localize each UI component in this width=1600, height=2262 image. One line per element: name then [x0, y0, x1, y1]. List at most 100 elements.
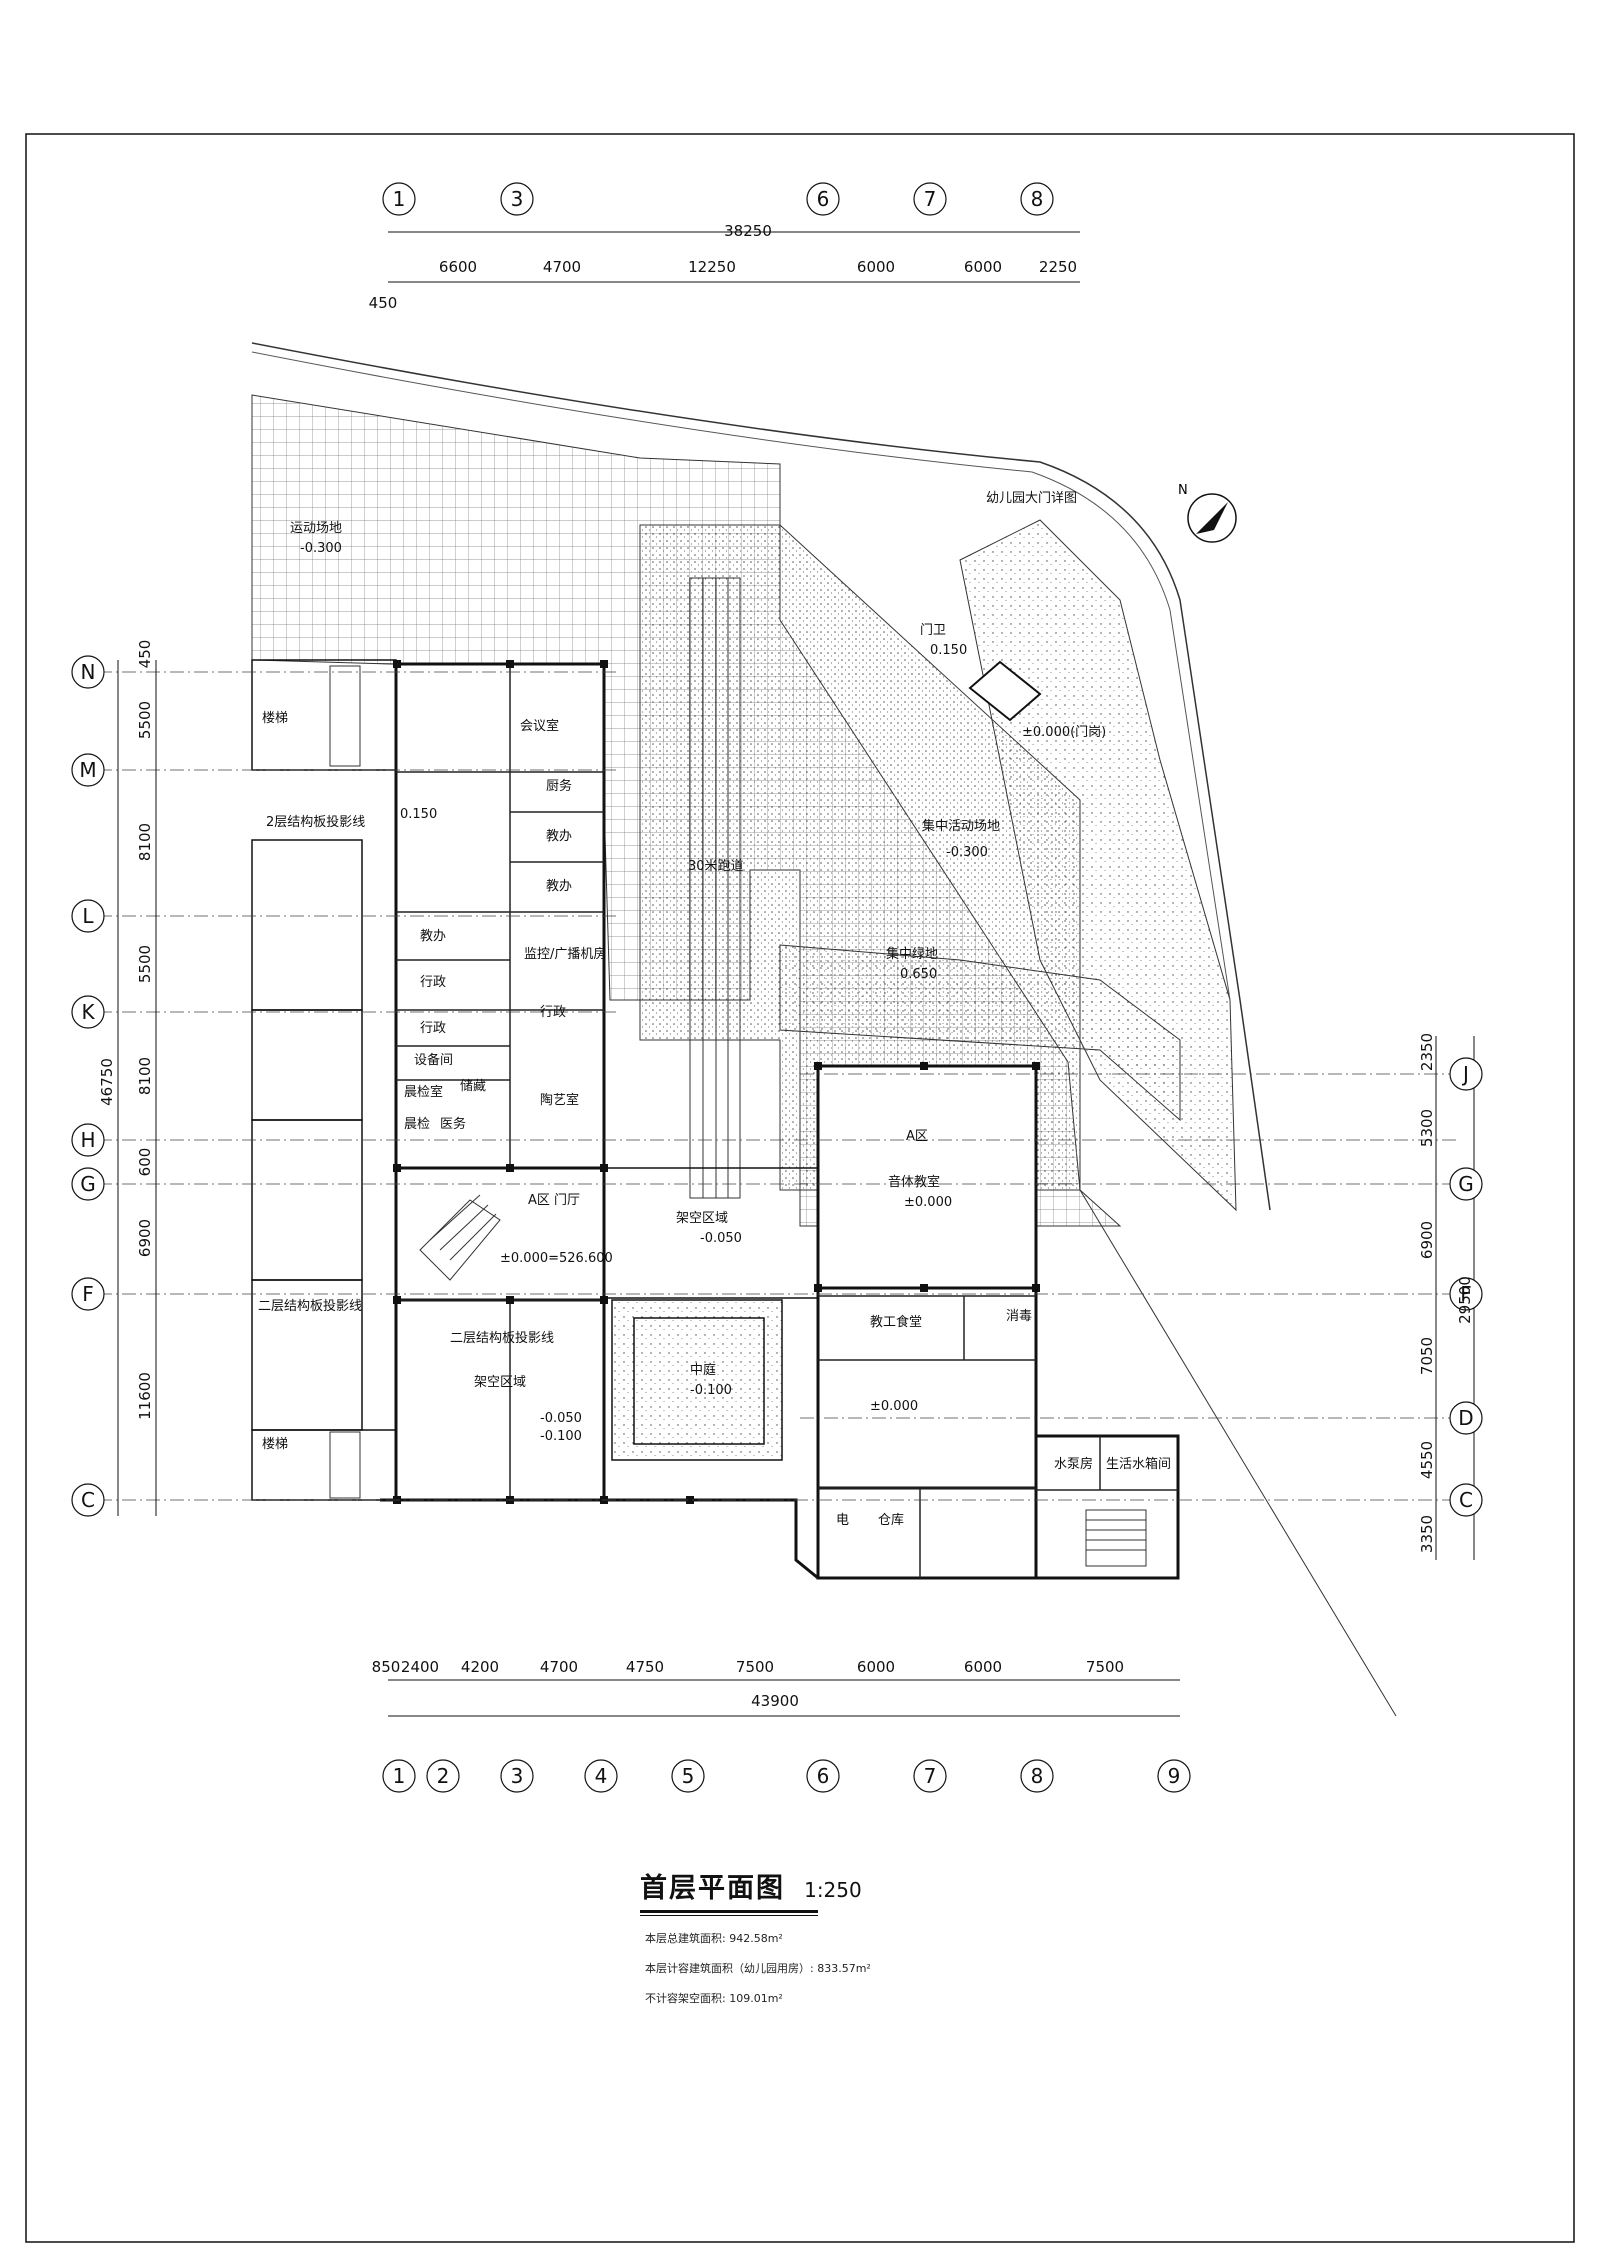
dim-left-total: 46750	[98, 1058, 116, 1106]
dim-top-4: 6000	[857, 258, 895, 276]
axis-left-m: M	[79, 758, 96, 782]
dim-right-1: 2350	[1418, 1033, 1436, 1071]
area-notes: 本层总建筑面积: 942.58m² 本层计容建筑面积（幼儿园用房）: 833.5…	[645, 1924, 871, 2014]
dim-bottom-3: 4200	[461, 1658, 499, 1676]
axis-bottom-4: 4	[595, 1764, 608, 1788]
dim-left-4: 5500	[136, 945, 154, 983]
dim-top-total: 38250	[724, 222, 772, 240]
label-proj2-mid: 二层结构板投影线	[258, 1298, 362, 1314]
dim-right-total: 29500	[1456, 1276, 1474, 1324]
dim-top-2: 4700	[543, 258, 581, 276]
axis-bottom-1: 1	[393, 1764, 406, 1788]
title-underline	[640, 1910, 818, 1913]
dim-bottom-2: 2400	[401, 1658, 439, 1676]
outer-wing	[251, 659, 819, 1501]
label-open-area1: 架空区域	[676, 1211, 728, 1226]
plan-scale: 1:250	[804, 1878, 862, 1902]
room-music: 音体教室	[888, 1174, 940, 1190]
area-total: 本层总建筑面积: 942.58m²	[645, 1932, 783, 1945]
room-staff: 教工食堂	[870, 1314, 922, 1330]
drawing-frame	[25, 133, 1575, 2243]
dim-left-2: 5500	[136, 701, 154, 739]
dim-bottom-1: 850	[372, 1658, 401, 1676]
label-elev-court: -0.100	[690, 1383, 732, 1398]
axis-right-g: G	[1458, 1172, 1474, 1196]
room-stair-left-bottom: 楼梯	[262, 1437, 288, 1452]
label-elev-guard: 0.150	[930, 643, 967, 658]
axis-bottom-8: 8	[1031, 1764, 1044, 1788]
label-elev-garden: 0.650	[900, 967, 937, 982]
room-pump: 水泵房	[1054, 1456, 1093, 1472]
stair-hatch	[329, 665, 1147, 1567]
label-elev-staff: ±0.000	[870, 1399, 918, 1414]
room-storage: 储藏	[460, 1079, 486, 1094]
label-lift: 0.150	[400, 807, 437, 822]
dim-top-6: 2250	[1039, 258, 1077, 276]
north-arrow-icon	[1187, 493, 1237, 543]
partitions	[396, 664, 1178, 1578]
room-medical: 医务	[440, 1116, 466, 1132]
room-power: 电	[836, 1513, 849, 1528]
label-elev-gate: ±0.000(门岗)	[1022, 725, 1106, 740]
room-morning: 晨检	[404, 1117, 430, 1132]
label-elev-concentrate: -0.300	[946, 845, 988, 860]
label-gate: 幼儿园大门详图	[986, 491, 1077, 506]
label-runway: 30米跑道	[688, 859, 744, 874]
columns	[393, 660, 1040, 1504]
room-teach2: 教办	[546, 878, 572, 894]
room-teach3: 教办	[420, 928, 446, 944]
axis-bubbles-right	[1449, 1057, 1483, 1517]
room-kitchen: 厨务	[546, 778, 572, 794]
axis-left-f: F	[82, 1282, 94, 1306]
axis-left-k: K	[81, 1000, 95, 1024]
axis-top-6: 6	[817, 187, 830, 211]
axis-left-n: N	[81, 660, 96, 684]
room-admin1: 行政	[420, 975, 446, 990]
axis-bubbles-bottom	[382, 1759, 1191, 1793]
axis-bubbles-top	[382, 182, 1054, 216]
site-diagonal	[1079, 1189, 1397, 1717]
axis-right-f: F	[1460, 1282, 1472, 1306]
dim-bottom-9: 7500	[1086, 1658, 1124, 1676]
area-uncounted: 不计容架空面积: 109.01m²	[645, 1992, 783, 2005]
label-courtyard: 中庭	[690, 1362, 716, 1378]
title-underline-thin	[640, 1915, 818, 1916]
dim-right-4: 7050	[1418, 1337, 1436, 1375]
dim-left-7: 6900	[136, 1219, 154, 1257]
label-elev-open2a: -0.050	[540, 1411, 582, 1426]
dim-bottom-7: 6000	[857, 1658, 895, 1676]
axis-left-h: H	[80, 1128, 95, 1152]
axis-right-j: J	[1461, 1062, 1469, 1086]
axis-top-3: 3	[511, 187, 524, 211]
room-disinfect: 消毒	[1006, 1309, 1032, 1324]
dim-right-5: 4550	[1418, 1441, 1436, 1479]
dim-left-3: 8100	[136, 823, 154, 861]
dim-top-5: 6000	[964, 258, 1002, 276]
axis-bottom-9: 9	[1168, 1764, 1181, 1788]
dim-left-6: 600	[136, 1148, 154, 1177]
label-elev-open1: -0.050	[700, 1231, 742, 1246]
dim-right-3: 6900	[1418, 1221, 1436, 1259]
road-edge-outer	[251, 351, 1231, 1001]
label-elev-sport: -0.300	[300, 541, 342, 556]
room-teach1: 教办	[546, 828, 572, 844]
plan-title-block: 首层平面图 1:250	[640, 1866, 1100, 1916]
dim-top-1: 6600	[439, 258, 477, 276]
axis-bottom-7: 7	[924, 1764, 937, 1788]
dim-right-6: 3350	[1418, 1515, 1436, 1553]
label-guard: 门卫	[920, 623, 946, 638]
axis-left-g: G	[80, 1172, 96, 1196]
road-edge	[251, 342, 1271, 1211]
label-elev-open2b: -0.100	[540, 1429, 582, 1444]
axis-bottom-5: 5	[682, 1764, 695, 1788]
label-concentrate: 集中活动场地	[922, 818, 1000, 834]
dim-left-1: 450	[136, 640, 154, 669]
guard-house	[968, 660, 1042, 722]
dim-top-offset: 450	[369, 294, 398, 312]
axis-bottom-6: 6	[817, 1764, 830, 1788]
dim-left-8: 11600	[136, 1372, 154, 1420]
dim-bottom-6: 7500	[736, 1658, 774, 1676]
label-elev-music: ±0.000	[904, 1195, 952, 1210]
building-walls	[394, 662, 1180, 1580]
